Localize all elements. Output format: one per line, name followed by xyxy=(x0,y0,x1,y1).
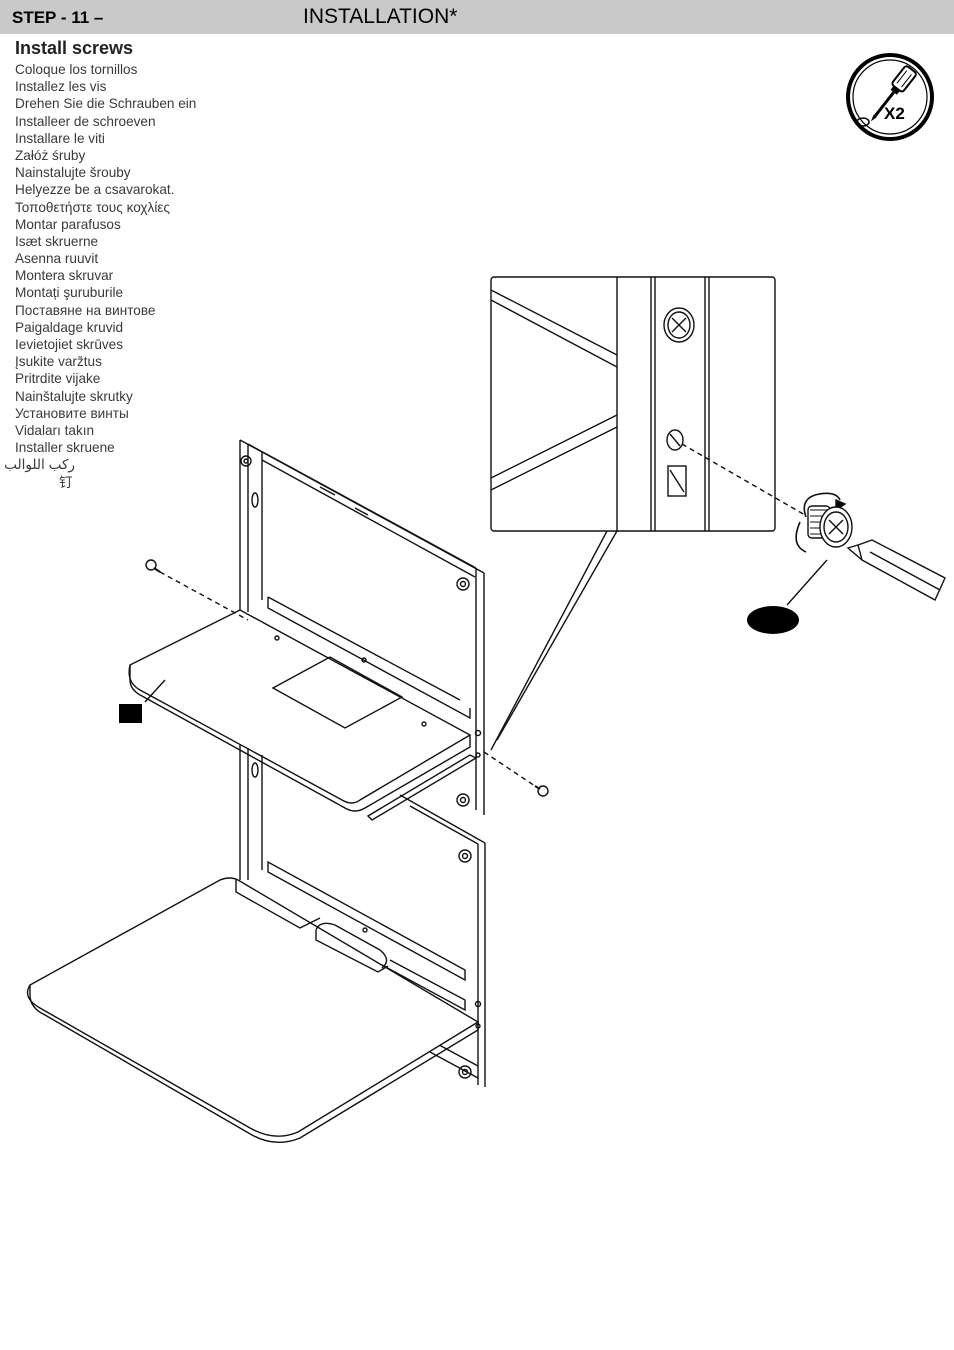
translation-item: Paigaldage kruvid xyxy=(15,319,124,335)
translation-item: Vidaları takın xyxy=(15,422,95,438)
translation-item: Установите винты xyxy=(15,405,129,421)
quantity-label: X2 xyxy=(884,104,905,123)
screwdriver-icon xyxy=(846,53,934,141)
translation-item: Nainstalujte šrouby xyxy=(15,165,131,181)
translation-item: ركب اللوالب xyxy=(4,457,75,473)
screw-closeup xyxy=(786,492,946,606)
translation-item: Montați şuruburile xyxy=(15,285,124,301)
upper-frame xyxy=(239,439,485,815)
translation-item: Coloque los tornillos xyxy=(15,62,138,77)
translation-item: Helyezze be a csavarokat. xyxy=(15,182,175,198)
part-marker-square xyxy=(119,704,142,723)
instruction-title: Install screws xyxy=(15,38,134,58)
translation-item: Załóż śruby xyxy=(15,147,86,163)
translation-item: Nainštalujte skrutky xyxy=(15,388,133,404)
translation-item: 钉 xyxy=(59,474,73,490)
section-title: INSTALLATION* xyxy=(303,5,458,28)
translation-list: Coloque los tornillos Installez les vis … xyxy=(4,61,197,491)
translation-item: Installare le viti xyxy=(15,130,105,146)
translation-item: Įsukite varžtus xyxy=(15,354,102,370)
step-label: STEP - 11 – xyxy=(12,8,104,27)
translation-item: Installeer de schroeven xyxy=(15,113,156,129)
header-bar xyxy=(0,0,954,34)
upper-screws xyxy=(145,559,549,797)
translation-item: Drehen Sie die Schrauben ein xyxy=(15,96,197,112)
translation-item: Montera skruvar xyxy=(15,268,114,284)
translation-item: Ievietojiet skrūves xyxy=(15,337,124,352)
translation-item: Installer skruene xyxy=(15,440,115,456)
translation-item: Asenna ruuvit xyxy=(15,251,99,267)
translation-item: Pritrdite vijake xyxy=(15,371,101,387)
translation-item: Τοποθετήστε τους κοχλίες xyxy=(15,199,170,215)
detail-inset xyxy=(490,276,806,751)
translation-item: Installez les vis xyxy=(15,79,107,95)
lower-shelf xyxy=(26,860,482,1143)
upper-shelf xyxy=(128,596,478,821)
translation-item: Isæt skruerne xyxy=(15,233,99,249)
lower-frame xyxy=(239,745,486,1087)
translation-item: Montar parafusos xyxy=(15,216,121,232)
translation-item: Поставяне на винтове xyxy=(15,302,156,318)
part-marker-oval xyxy=(747,606,799,634)
